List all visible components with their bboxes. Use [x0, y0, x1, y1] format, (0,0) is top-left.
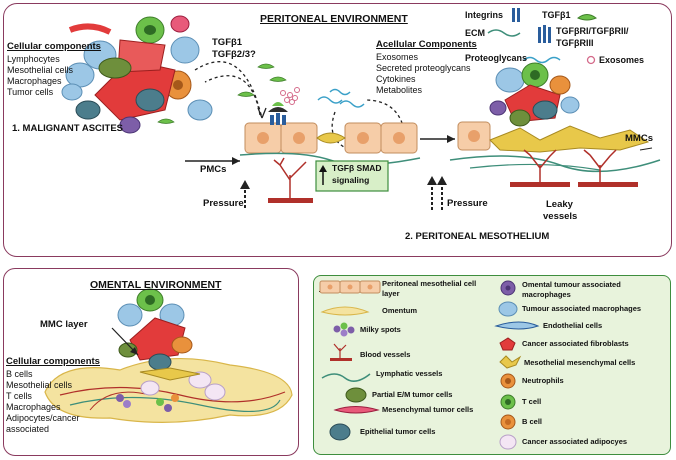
omental-cellular-item: T cells	[6, 390, 32, 401]
tgf-label-1: TGFβ1	[212, 37, 243, 48]
omental-cellular-title: Cellular components	[6, 356, 100, 367]
smad-label-1: TGFβ SMAD	[332, 163, 382, 173]
pressure-label-1: Pressure	[203, 198, 244, 209]
proteoglycans-icon	[523, 56, 561, 64]
acellular-item: Exosomes	[376, 52, 419, 62]
key-tumour-macrophage-label: Tumour associated macrophages	[522, 304, 642, 313]
key-blood-vessels-label: Blood vessels	[360, 350, 411, 359]
omental-cellular-item: associated	[6, 423, 50, 434]
key-partial-em-label: Partial E/M tumor cells	[372, 390, 453, 399]
tgf-crescents	[157, 63, 287, 124]
legend-exosomes: Exosomes	[599, 55, 645, 65]
omental-panel	[3, 268, 299, 456]
key-title: KEY	[319, 282, 340, 293]
key-lymphatic-vessels-label: Lymphatic vessels	[376, 369, 443, 378]
ecm-icon	[487, 29, 521, 37]
legend-proteoglycans: Proteoglycans	[465, 53, 528, 63]
key-mesenchymal-label: Mesenchymal tumor cells	[382, 405, 474, 414]
leaky-vessels	[510, 149, 638, 187]
tumor-cluster-right	[489, 62, 580, 127]
key-neutrophils-label: Neutrophils	[522, 376, 564, 385]
acellular-components-list: Exosomes Secreted proteoglycans Cytokine…	[376, 52, 471, 96]
key-pmc-layer-label-1: Peritoneal mesothelial cell	[382, 279, 477, 288]
exosomes-icon	[586, 55, 596, 65]
key-b-cell-label: B cell	[522, 417, 543, 426]
integrins-icon	[512, 8, 515, 22]
peritoneal-panel	[3, 3, 672, 257]
key-epithelial-label: Epithelial tumor cells	[360, 427, 436, 436]
key-omental-macrophage-label-2: macrophages	[522, 290, 571, 299]
receptor-complex	[268, 102, 288, 125]
legend-receptors-1: TGFβRI/TGFβRII/	[556, 26, 629, 36]
acellular-item: Secreted proteoglycans	[376, 62, 471, 73]
omental-cellular-list: B cells Mesothelial cells T cells Macrop…	[6, 369, 80, 435]
legend-ecm: ECM	[465, 28, 485, 38]
omental-cellular-item: B cells	[6, 369, 33, 379]
key-endothelial-label: Endothelial cells	[543, 321, 603, 330]
peritoneal-title: PERITONEAL ENVIRONMENT	[260, 13, 408, 25]
omental-cellular-item: Adipocytes/cancer	[6, 412, 80, 423]
leaky-label-2: vessels	[543, 211, 578, 222]
key-pmc-layer-label-2: layer	[382, 289, 400, 298]
key-omentum-label: Omentum	[382, 306, 418, 315]
legend-integrins: Integrins	[465, 10, 504, 20]
cellular-components-list: Lymphocytes Mesothelial cells Macrophage…	[7, 54, 73, 98]
tgf-label-2: TGFβ2/3?	[212, 49, 256, 60]
top-legend-icons	[487, 8, 597, 65]
key-omental-macrophage-label-1: Omental tumour associated	[522, 280, 621, 289]
malignant-ascites-label: 1. MALIGNANT ASCITES	[12, 123, 124, 134]
key-adipocyte-label: Cancer associated adipocyes	[522, 437, 628, 446]
cellular-item: Tumor cells	[7, 86, 54, 97]
omental-cellular-item: Mesothelial cells	[6, 379, 73, 390]
key-panel	[313, 275, 671, 455]
leaky-label-1: Leaky	[546, 199, 573, 210]
pressure-label-2: Pressure	[447, 198, 488, 209]
tgfb1-icon	[577, 14, 597, 21]
key-caf-label: Cancer associated fibroblasts	[522, 339, 629, 348]
pmcs-label: PMCs	[200, 164, 227, 175]
legend-tgfb1: TGFβ1	[542, 10, 571, 20]
cellular-item: Lymphocytes	[7, 54, 60, 64]
mmcs-label: MMCs	[625, 133, 653, 144]
smad-label-2: signaling	[332, 175, 370, 185]
legend-receptors-2: TGFβRIII	[556, 38, 594, 48]
pmc-layer-left	[244, 122, 418, 154]
omental-title: OMENTAL ENVIRONMENT	[90, 279, 222, 291]
cellular-item: Macrophages	[7, 75, 62, 86]
omental-cellular-item: Macrophages	[6, 401, 61, 412]
mesothelium-right	[449, 121, 661, 173]
ascites-cell-cluster	[61, 15, 213, 134]
key-t-cell-label: T cell	[522, 397, 542, 406]
key-milky-spots-label: Milky spots	[360, 325, 401, 334]
acellular-components-title: Acellular Components	[376, 39, 477, 50]
mmc-layer-label: MMC layer	[40, 319, 88, 330]
key-mmc-label: Mesothelial mesenchymal cells	[524, 358, 636, 367]
blood-vessel-left	[268, 157, 313, 203]
smad-box	[315, 160, 389, 192]
receptor-icon	[538, 27, 541, 43]
cellular-components-title: Cellular components	[7, 41, 101, 52]
cellular-item: Mesothelial cells	[7, 64, 74, 75]
acellular-item: Metabolites	[376, 84, 423, 95]
acellular-item: Cytokines	[376, 73, 416, 84]
mesothelium-label: 2. PERITONEAL MESOTHELIUM	[405, 231, 550, 242]
